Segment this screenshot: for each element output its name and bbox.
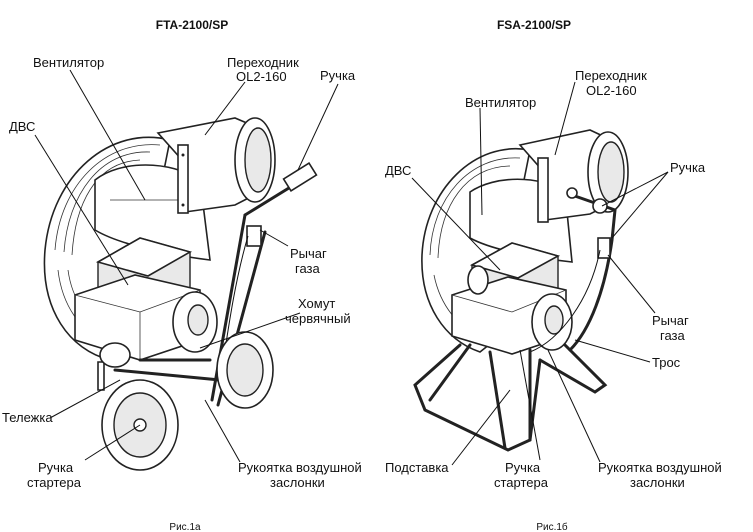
label-cart: Тележка [2, 410, 53, 425]
label-clamp: Хомут [298, 296, 335, 311]
label-choke: Рукоятка воздушной [598, 460, 722, 475]
label-clamp-2: червячный [285, 311, 351, 326]
figure-title: FTA-2100/SP [156, 18, 228, 32]
adapter [518, 129, 629, 223]
adapter [156, 117, 276, 214]
label-starter-2: стартера [494, 475, 549, 490]
label-starter-2: стартера [27, 475, 82, 490]
label-handle: Ручка [320, 68, 356, 83]
engine [74, 237, 218, 361]
figure-caption: Рис.1б [536, 521, 568, 532]
cart [97, 331, 274, 471]
label-adapter: Переходник [575, 68, 647, 83]
label-handle: Ручка [670, 160, 706, 175]
figure-fta: FTA-2100/SP [2, 18, 362, 532]
label-choke-2: заслонки [270, 475, 325, 490]
label-choke: Рукоятка воздушной [238, 460, 362, 475]
figure-fsa: FSA-2100/SP [385, 18, 722, 532]
figure-title: FSA-2100/SP [497, 18, 571, 32]
labels: Вентилятор Переходник OL2-160 Ручка ДВС … [2, 55, 362, 490]
figure-caption: Рис.1а [169, 522, 201, 532]
label-fan: Вентилятор [33, 55, 104, 70]
label-adapter-model: OL2-160 [586, 83, 637, 98]
label-adapter-model: OL2-160 [236, 69, 287, 84]
stand [413, 343, 608, 452]
label-cable: Трос [652, 355, 681, 370]
label-starter: Ручка [38, 460, 74, 475]
callout-lines [34, 69, 339, 463]
engine [451, 242, 573, 355]
label-throttle-2: газа [660, 328, 686, 343]
label-throttle-2: газа [295, 261, 321, 276]
label-fan: Вентилятор [465, 95, 536, 110]
labels: Переходник OL2-160 Вентилятор ДВС Ручка … [385, 68, 722, 490]
label-choke-2: заслонки [630, 475, 685, 490]
label-engine: ДВС [9, 119, 35, 134]
label-stand: Подставка [385, 460, 449, 475]
label-throttle: Рычаг [652, 313, 689, 328]
label-throttle: Рычаг [290, 246, 327, 261]
label-adapter: Переходник [227, 55, 299, 70]
label-engine: ДВС [385, 163, 411, 178]
label-starter: Ручка [505, 460, 541, 475]
callout-lines [411, 81, 669, 466]
